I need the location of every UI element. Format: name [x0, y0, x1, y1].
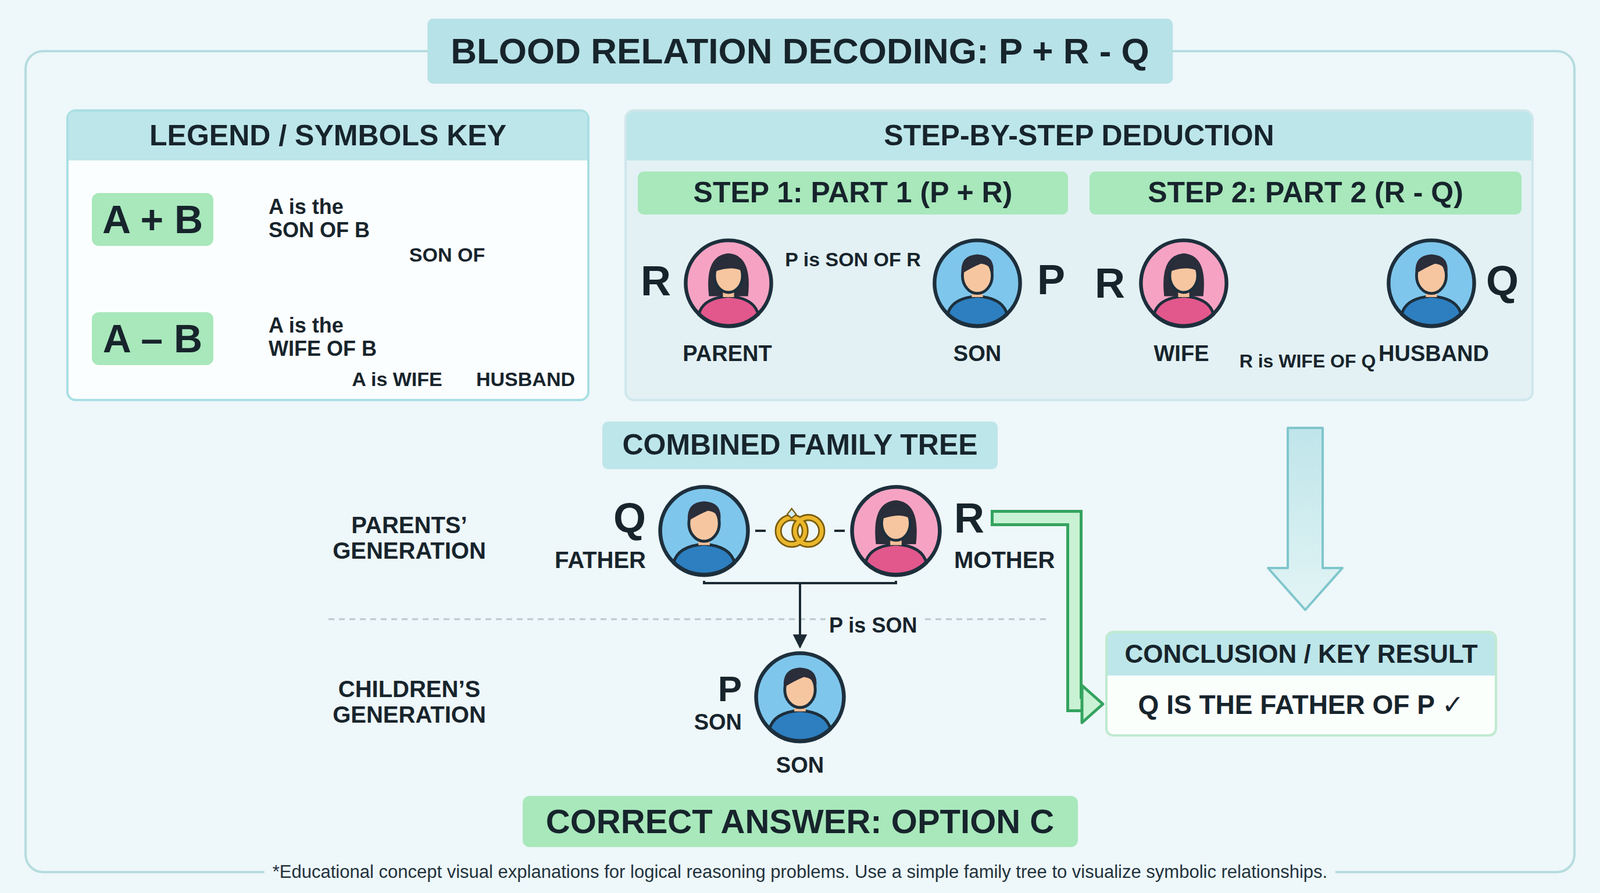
outer-frame — [25, 51, 1575, 873]
box-text: CORRECT ANSWER: OPTION C — [545, 802, 1055, 842]
text-label: A is the WIFE OF B — [268, 313, 385, 360]
answer-box: CORRECT ANSWER: OPTION C — [522, 795, 1078, 848]
person-letter: P — [718, 668, 742, 710]
panel-header: CONCLUSION / KEY RESULT — [1107, 633, 1495, 676]
text-label: HUSBAND — [476, 368, 575, 391]
box-text: STEP 1: PART 1 (P + R) — [693, 176, 1013, 210]
generation-divider — [328, 618, 1047, 621]
person-icon — [752, 649, 848, 745]
panel-heading: STEP-BY-STEP DEDUCTION — [883, 119, 1274, 153]
role-label: MOTHER — [954, 546, 1055, 574]
symbol-badge: A – B — [91, 312, 214, 366]
arrow-head — [1081, 685, 1103, 723]
box-text: COMBINED FAMILY TREE — [622, 428, 978, 463]
panel-heading: CONCLUSION / KEY RESULT — [1124, 639, 1478, 670]
text-label: CHILDREN’S GENERATION — [316, 676, 503, 728]
role-label: PARENT — [682, 341, 772, 367]
result-body: Q IS THE FATHER OF P ✓ — [1107, 675, 1495, 735]
connector-line — [704, 580, 800, 648]
role-label: SON — [776, 752, 824, 779]
connector-arrow — [1268, 427, 1343, 610]
edge-label: P is SON OF R — [781, 248, 925, 271]
role-label: FATHER — [554, 546, 646, 574]
person-circle: PSONSON — [752, 649, 848, 745]
role-label: SON — [694, 709, 742, 736]
symbol-badge: A + B — [91, 193, 214, 246]
caption: *Educational concept visual explanations… — [264, 861, 1336, 883]
person-circle: RMOTHER — [848, 483, 944, 579]
role-label: HUSBAND — [1378, 341, 1489, 367]
role-label: WIFE — [1154, 341, 1210, 367]
panel-header: STEP-BY-STEP DEDUCTION — [626, 111, 1532, 161]
step-band: STEP 1: PART 1 (P + R) — [637, 171, 1069, 215]
connector-path — [993, 518, 1082, 705]
rings-icon — [778, 508, 823, 545]
person-circle: RWIFE — [1137, 236, 1231, 330]
title-box: BLOOD RELATION DECODING: P + R - Q — [427, 18, 1173, 84]
person-icon — [848, 483, 944, 579]
text-label: PARENTS’ GENERATION — [322, 512, 497, 564]
box-text: A + B — [102, 196, 203, 242]
text-label: SON OF — [409, 243, 485, 267]
person-icon — [930, 236, 1024, 330]
step-band: STEP 2: PART 2 (R - Q) — [1089, 171, 1522, 215]
text-label: A is the SON OF B — [268, 195, 385, 242]
panel-heading: LEGEND / SYMBOLS KEY — [149, 119, 507, 153]
edge-label: R is WIFE OF Q — [1236, 350, 1380, 373]
result-box: CONCLUSION / KEY RESULT Q IS THE FATHER O… — [1105, 630, 1498, 737]
deduction-panel: STEP-BY-STEP DEDUCTION STEP 1: PART 1 (P … — [624, 109, 1534, 402]
person-icon — [1384, 236, 1478, 330]
person-icon — [681, 236, 775, 330]
box-text: STEP 2: PART 2 (R - Q) — [1147, 176, 1464, 210]
person-icon — [1137, 236, 1231, 330]
person-letter: R — [1094, 259, 1125, 308]
person-letter: Q — [1486, 256, 1519, 306]
section-heading: COMBINED FAMILY TREE — [602, 421, 998, 470]
connector-path — [704, 580, 800, 648]
person-circle: QHUSBAND — [1384, 236, 1478, 330]
box-text: A – B — [102, 315, 203, 362]
result-text: Q IS THE FATHER OF P ✓ — [1138, 689, 1465, 721]
edge-label: P is SON — [825, 613, 921, 638]
diagram-title: BLOOD RELATION DECODING: P + R - Q — [450, 30, 1150, 72]
person-letter: R — [640, 256, 671, 306]
text-label: A is WIFE — [351, 368, 443, 391]
ground-patch — [765, 504, 835, 551]
person-circle: PSON — [930, 236, 1024, 330]
person-letter: R — [954, 494, 985, 543]
person-circle: QFATHER — [656, 483, 752, 579]
person-circle: RPARENT — [681, 236, 775, 330]
role-label: SON — [953, 341, 1002, 367]
connector-path — [990, 518, 1082, 705]
person-letter: P — [1037, 255, 1066, 305]
person-letter: Q — [613, 494, 646, 543]
block-arrow — [1268, 427, 1343, 610]
panel-header: LEGEND / SYMBOLS KEY — [68, 111, 588, 161]
person-icon — [656, 483, 752, 579]
